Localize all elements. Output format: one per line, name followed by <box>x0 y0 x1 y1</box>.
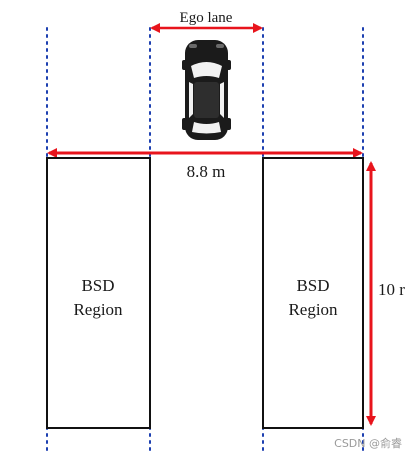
bsd-region-left <box>46 157 151 429</box>
bsd-region-left-line2: Region <box>73 300 123 319</box>
bsd-region-left-line1: BSD <box>81 276 114 295</box>
watermark: CSDN @俞睿 <box>334 436 402 450</box>
car-topview-icon <box>182 40 231 140</box>
region-length-label: 10 r <box>378 280 405 299</box>
ego-lane-label: Ego lane <box>180 10 233 26</box>
total-width-label: 8.8 m <box>187 162 226 181</box>
bsd-region-right-line1: BSD <box>296 276 329 295</box>
bsd-region-right-line2: Region <box>288 300 338 319</box>
bsd-region-right <box>262 157 364 429</box>
